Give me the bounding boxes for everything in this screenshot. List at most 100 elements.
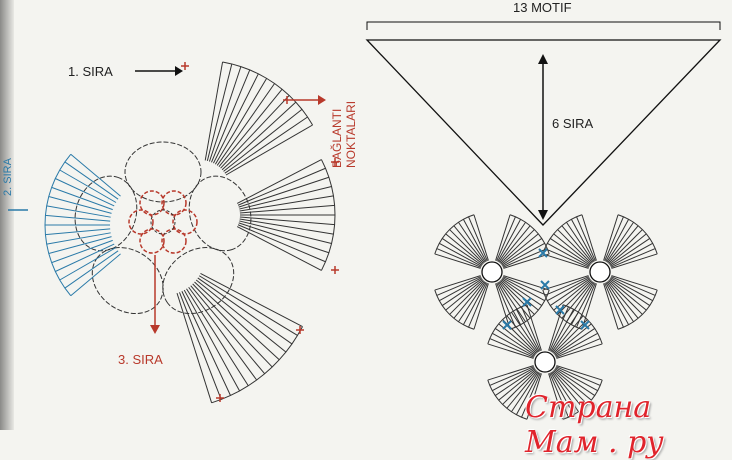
fan-left-stitch [59,169,117,203]
flower-petal-stitch [489,366,535,386]
flower-center [589,261,611,283]
flower-petal-stitch [566,221,594,263]
flower-petal-stitch [501,278,543,306]
flower-petal-stitch [489,338,535,358]
chain-loop [162,247,235,315]
row1-arrowhead [175,66,183,76]
flower-petal-stitch [544,248,590,268]
flower-petal-stitch [555,367,598,392]
fan-right-stitch [236,226,322,271]
flower-petal-stitch [441,278,483,306]
fan-bottom-stitch [176,292,213,403]
motif-count-label: 13 MOTIF [513,0,572,15]
flower-petal-stitch [607,280,639,319]
flower-petal-stitch [526,373,542,420]
flower-petal-stitch [436,248,482,268]
flower-petal-stitch [609,238,651,266]
connection-arrowhead [318,95,326,105]
connection-label-line1: BAĞLANTI [330,108,344,168]
fan-top-stitch [206,63,233,162]
flower-petal-stitch [498,281,526,323]
fan-top-edge [222,61,314,126]
flower-petal-stitch [506,370,538,409]
fan-left-stitch [64,161,119,200]
flower-petal-stitch [498,221,526,263]
flower-petal-stitch [453,225,485,264]
flower-petal-stitch [502,242,545,267]
fan-top-stitch [225,124,313,176]
chain-loop [188,175,252,252]
flower-petal-stitch [494,368,536,396]
fan-top-stitch [204,61,224,161]
connection-x-mark [580,320,590,330]
flower-petal-stitch [550,309,575,352]
fan-bottom-stitch [198,275,298,336]
fan-top-stitch [223,108,303,172]
flower-petal-stitch [605,219,630,262]
flower-petal-stitch [553,323,592,355]
flower-petal-stitch [609,278,651,306]
flower-petal-stitch [581,214,597,261]
center-ring-petal [161,228,187,254]
fan-left-stitch [51,186,113,211]
flower-petal-stitch [548,304,564,351]
flower-petal-stitch [544,276,590,296]
flower-petal-stitch [561,225,593,264]
center-ring-petal [139,190,165,216]
flower-petal-stitch [499,225,531,264]
flower-petal-stitch [434,253,481,269]
flower-petal-stitch [610,248,656,268]
flower-petal-stitch [497,282,522,325]
fan-left-stitch [48,196,112,214]
fan-left-stitch [45,214,111,222]
flower-center [481,261,503,283]
flower-petal-stitch [604,282,624,328]
flower-petal-stitch [549,306,569,352]
flower-petal-stitch [557,280,592,315]
connection-point-cross [296,326,304,334]
flower-petal-stitch [506,315,538,354]
connection-label-line2: NOKTALARI [344,100,358,168]
flower-petal-stitch [515,372,540,415]
connection-x-mark [502,320,512,330]
flower-petal-stitch [462,219,487,262]
watermark: Страна Мам . ру [525,390,664,460]
fan-right-stitch [237,167,326,206]
flower-petal-stitch [552,370,584,409]
flower-petal-stitch [547,242,590,267]
center-ring-petal [139,228,165,254]
flower-petal-edge [487,304,528,345]
flower-petal-stitch [458,281,486,323]
flower-petal-stitch [502,277,545,302]
flower-petal-stitch [551,311,579,353]
flower-petal-stitch [473,214,489,261]
connection-point-cross [331,266,339,274]
connection-point-cross [181,62,189,70]
row3-arrowhead [150,325,160,334]
fan-right-stitch [239,216,335,226]
flower-petal-edge [434,289,475,330]
flower-petal-stitch [445,279,484,311]
flower-petal-stitch [555,338,601,358]
flower-petal-stitch [515,309,540,352]
flower-petal-stitch [604,216,624,262]
fan-left-edge [44,153,72,297]
flower-petal-stitch [521,372,541,418]
row3-label: 3. SIRA [118,352,163,367]
flower-center [534,351,556,373]
fan-top-stitch [211,69,251,163]
fan-bottom-stitch [188,286,258,381]
flower-petal-stitch [498,323,537,355]
flower-petal-stitch [487,343,534,359]
flower-petal-edge [542,289,583,330]
connection-point-cross [331,158,339,166]
fan-bottom-stitch [192,283,273,368]
flower-petal-stitch [555,332,598,357]
flower-petal-stitch [542,253,589,269]
flower-petal-stitch [501,238,543,266]
flower-petal-stitch [492,332,535,357]
fan-top-stitch [216,83,275,166]
chain-loop [74,175,138,252]
flower-petal-stitch [449,280,484,315]
fan-right-stitch [239,220,332,245]
